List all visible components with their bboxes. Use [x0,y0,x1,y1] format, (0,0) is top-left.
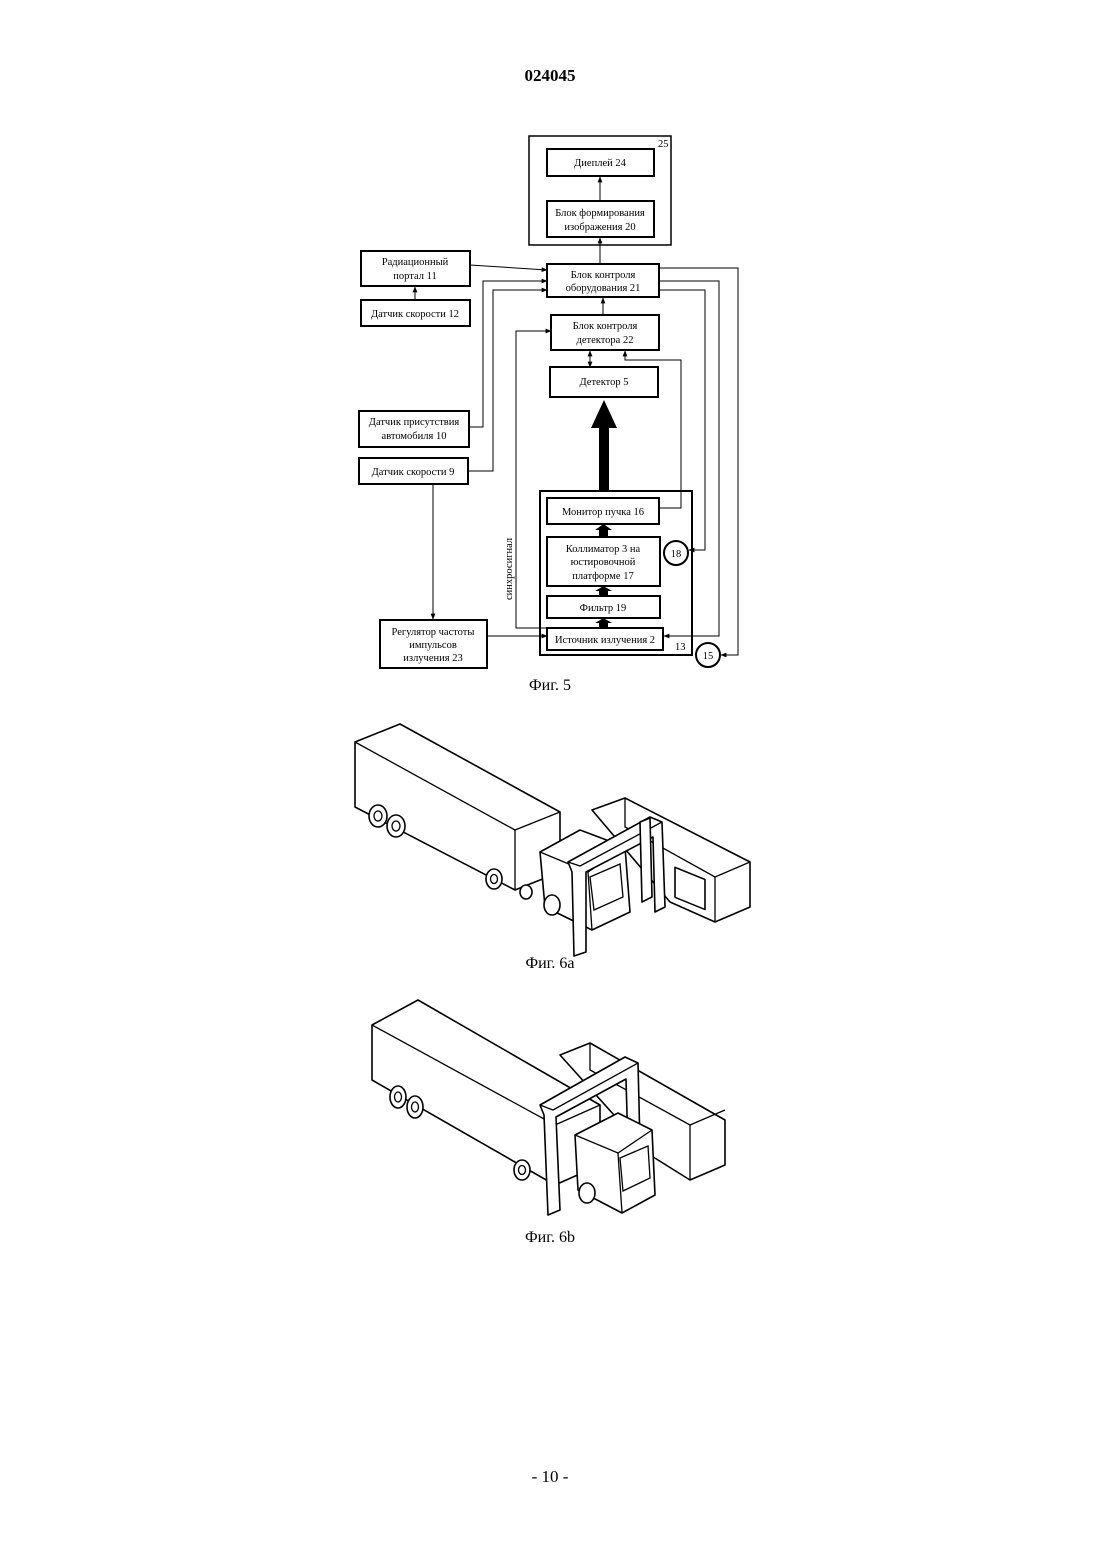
figure-5-block-diagram: 25 Диеплей 24 Блок формирования изображе… [0,0,1100,680]
pulse-regulator-line2: импульсов [409,640,457,651]
figure-6b-illustration [360,995,740,1235]
figure-6a-illustration [340,712,770,957]
speed-sensor-9-label: Датчик скорости 9 [372,467,455,478]
equipment-control-line2: оборудования 21 [566,283,641,294]
detector-label: Детектор 5 [580,377,629,388]
pulse-regulator-line3: излучения 23 [403,653,462,664]
detector-control-line2: детектора 22 [577,335,634,346]
beam-monitor-label: Монитор пучка 16 [562,507,644,518]
display-label: Диеплей 24 [574,158,626,169]
detector-control-line1: Блок контроля [573,321,638,332]
pulse-regulator-line1: Регулятор частоты [392,627,475,638]
collimator-line3: платформе 17 [572,571,633,582]
beam-arrow [591,400,617,492]
figure-6a-caption: Фиг. 6а [0,955,1100,973]
figure-6b-caption: Фиг. 6b [0,1229,1100,1247]
radiation-portal-line2: портал 11 [393,271,436,282]
image-former-line2: изображения 20 [564,222,635,233]
source-group-ref: 13 [675,642,686,653]
image-group-ref: 25 [658,139,669,150]
collimator-line2: юстировочной [571,557,636,568]
image-former-line1: Блок формирования [555,208,645,219]
collimator-line1: Коллиматор 3 на [566,544,641,555]
page-number: - 10 - [0,1467,1100,1487]
radiation-portal-line1: Радиационный [382,257,449,268]
figure-5-caption: Фиг. 5 [0,677,1100,695]
speed-sensor-12-label: Датчик скорости 12 [371,309,459,320]
filter-label: Фильтр 19 [580,603,627,614]
circle-18-label: 18 [671,549,682,560]
presence-sensor-line1: Датчик присутствия [369,417,460,428]
sync-signal-label: синхросигнал [504,538,515,600]
circle-15-label: 15 [703,651,714,662]
presence-sensor-line2: автомобиля 10 [382,431,447,442]
equipment-control-line1: Блок контроля [571,270,636,281]
source-label: Источник излучения 2 [555,635,655,646]
